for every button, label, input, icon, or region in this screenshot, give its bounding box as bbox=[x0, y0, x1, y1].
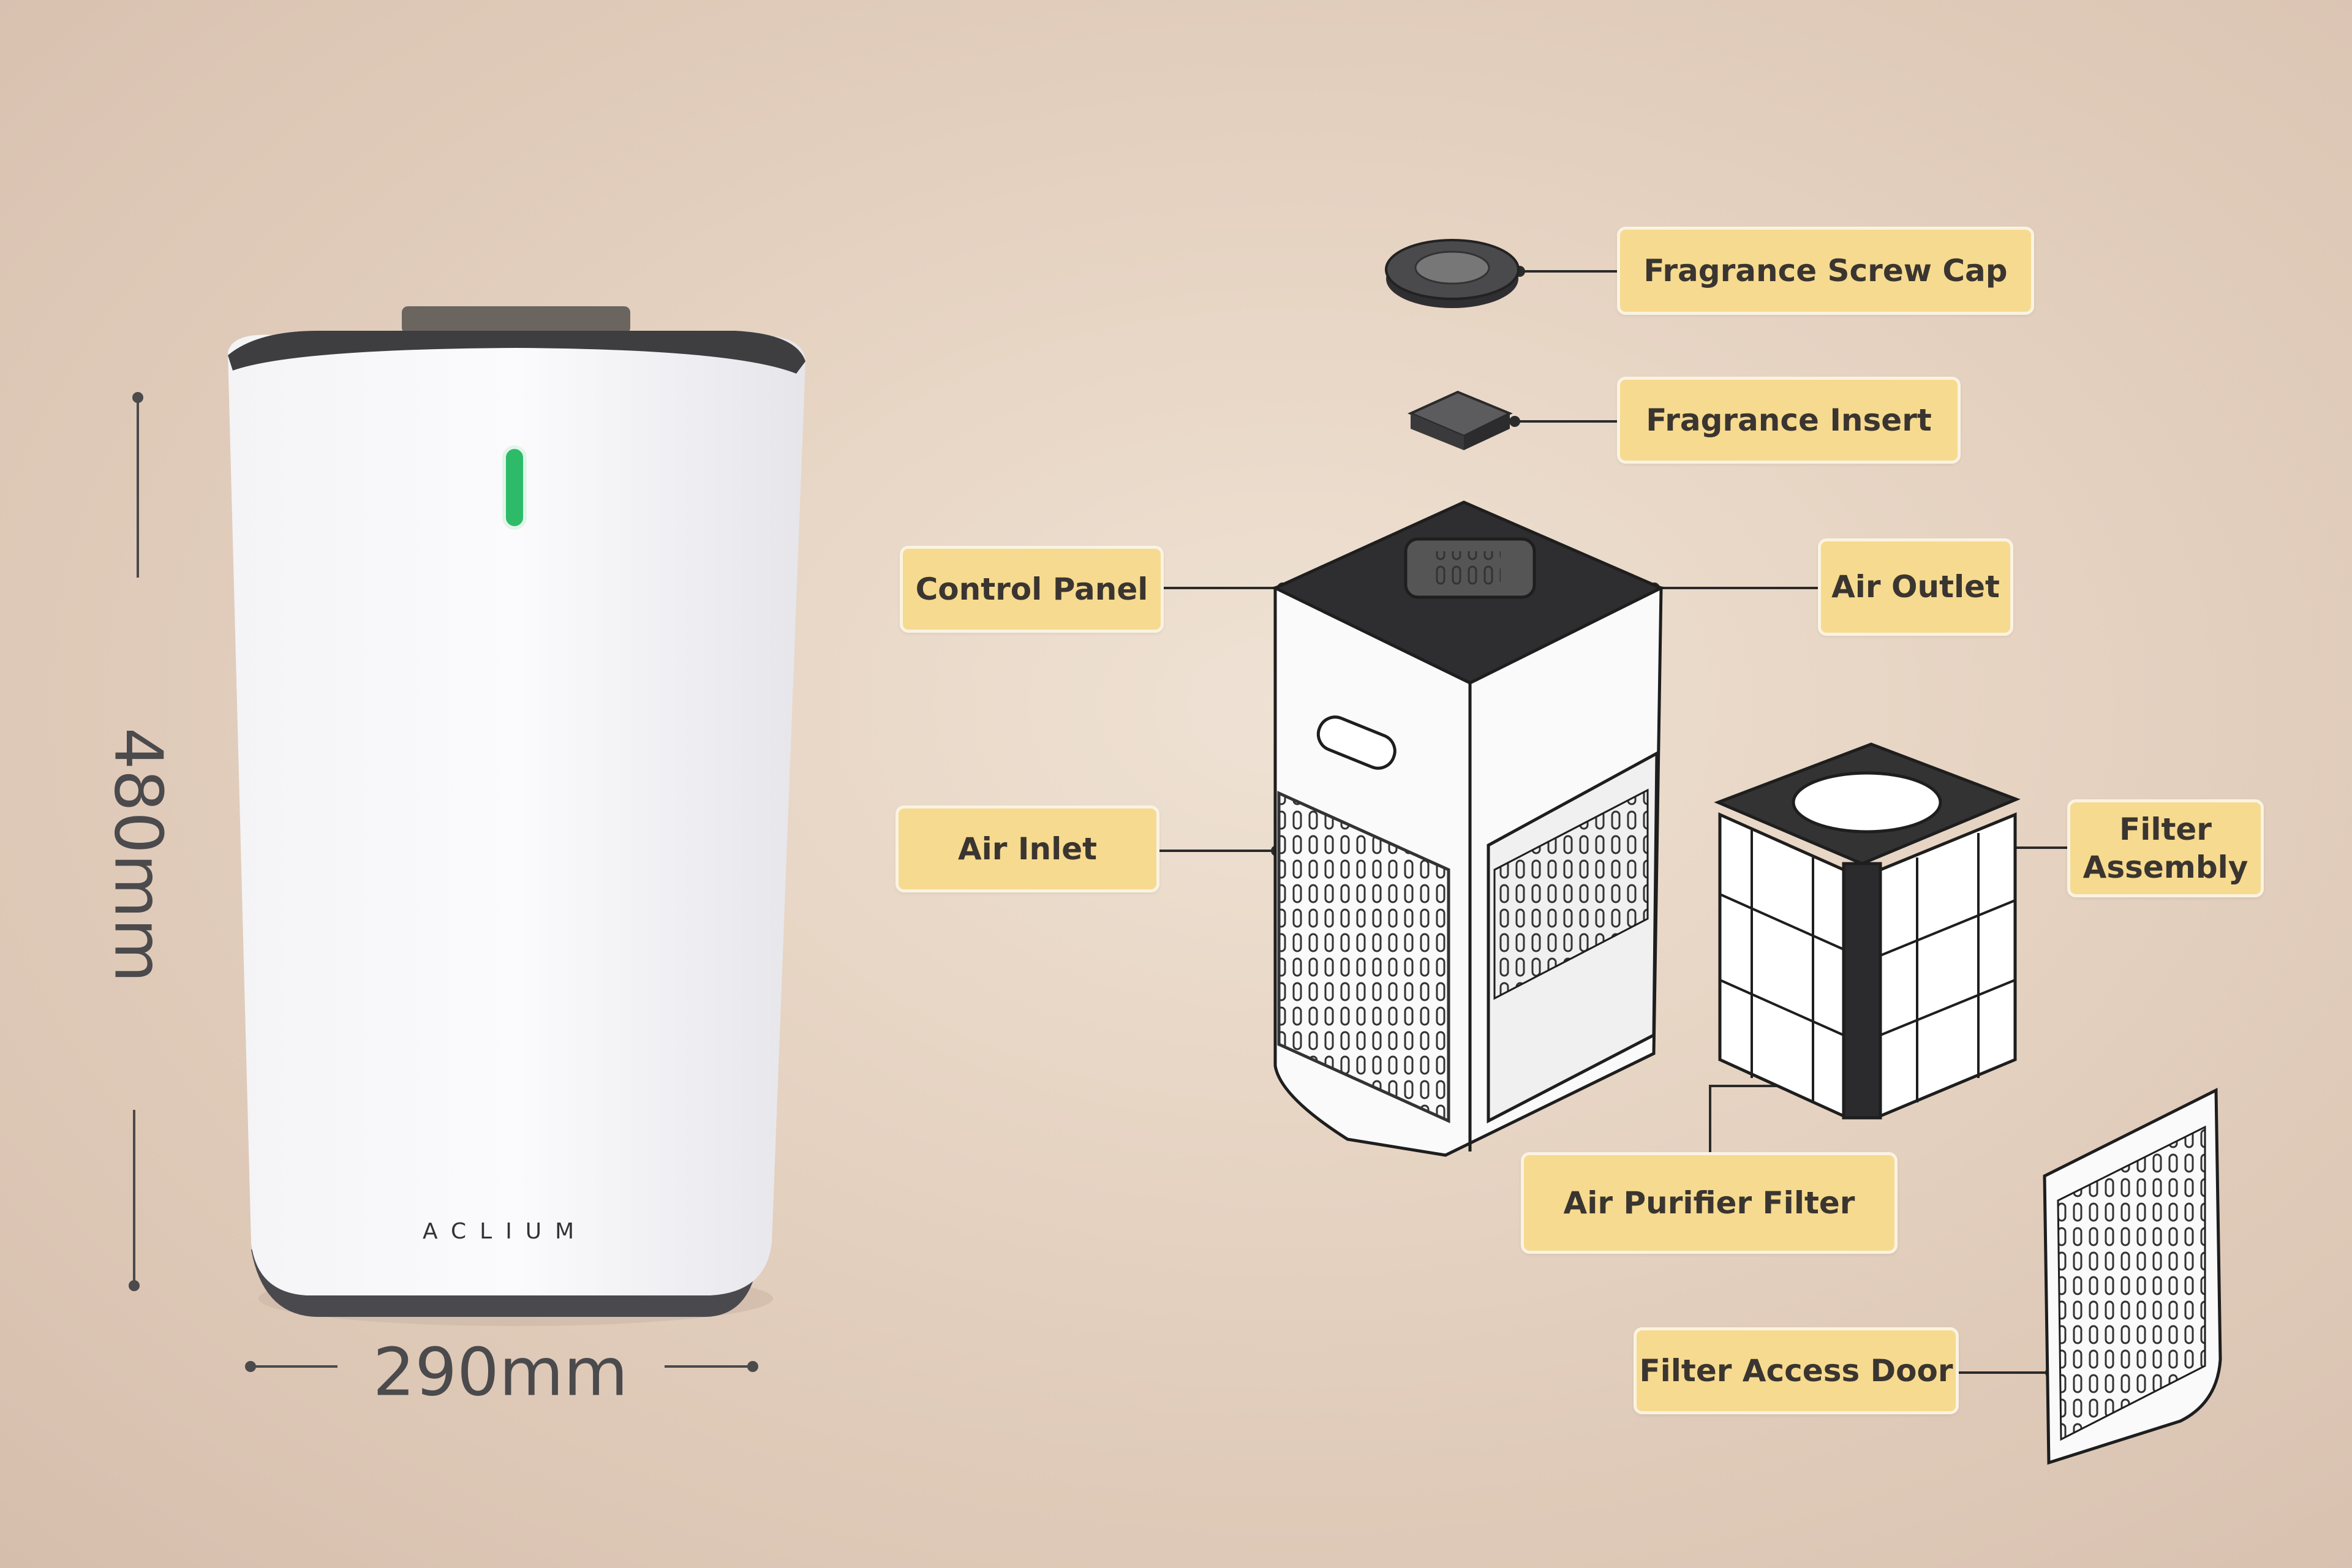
label-fragrance-screw-cap: Fragrance Screw Cap bbox=[1617, 227, 2034, 315]
width-dimension-label: 290mm bbox=[372, 1334, 628, 1411]
label-air-inlet: Air Inlet bbox=[895, 805, 1159, 892]
label-control-panel: Control Panel bbox=[900, 546, 1164, 633]
label-fragrance-insert: Fragrance Insert bbox=[1617, 377, 1961, 464]
label-filter-access-door: Filter Access Door bbox=[1634, 1327, 1959, 1414]
label-filter-assembly: Filter Assembly bbox=[2067, 799, 2264, 897]
filter-access-door-illustration bbox=[2043, 1087, 2222, 1465]
brand-logo: ACLIUM bbox=[423, 1219, 588, 1244]
dimension-lines bbox=[129, 392, 758, 1372]
purifier-housing-illustration bbox=[1272, 500, 1665, 1157]
label-air-purifier-filter: Air Purifier Filter bbox=[1521, 1152, 1898, 1254]
height-dimension-label: 480mm bbox=[99, 727, 176, 983]
label-air-outlet: Air Outlet bbox=[1818, 538, 2013, 636]
status-led bbox=[502, 445, 527, 530]
filter-assembly-illustration bbox=[1714, 742, 2021, 1120]
fragrance-screw-cap-illustration bbox=[1385, 239, 1520, 308]
fragrance-insert-illustration bbox=[1408, 390, 1513, 450]
purifier-product bbox=[228, 306, 805, 1326]
